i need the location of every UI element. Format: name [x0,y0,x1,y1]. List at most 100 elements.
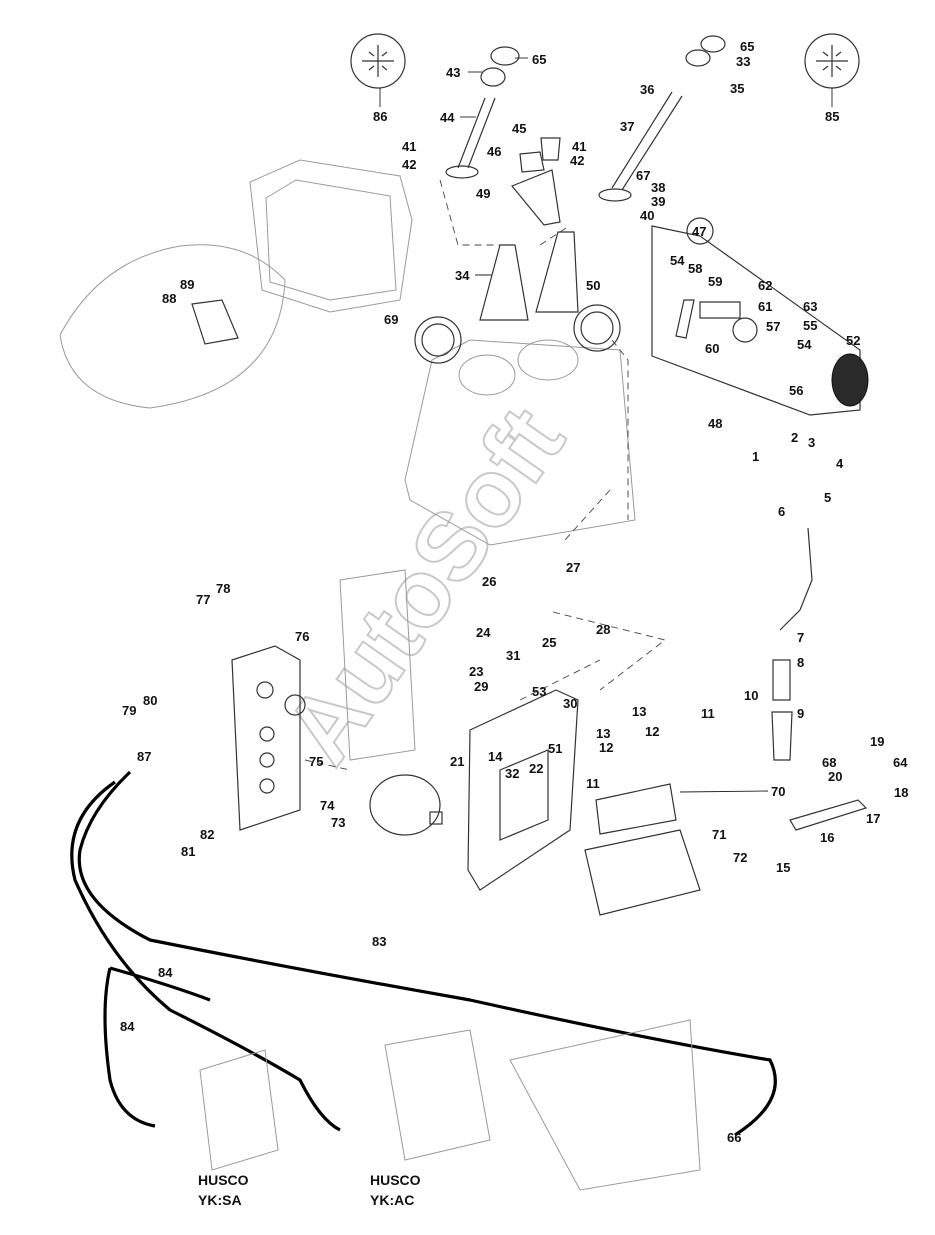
callout: 8 [797,655,804,670]
callout: 80 [143,693,157,708]
callout: 30 [563,696,577,711]
callout: 32 [505,766,519,781]
callout: 67 [636,168,650,183]
callout: 56 [789,383,803,398]
callout: 88 [162,291,176,306]
joystick-pattern-icon-right [804,33,860,89]
callout: 34 [455,268,470,283]
boot-34 [479,244,529,321]
callout: 12 [645,724,659,739]
console-housing [404,339,636,546]
callout: 61 [758,299,772,314]
bracket-45 [540,137,561,161]
callout: 42 [402,157,416,172]
hub-60 [732,317,758,343]
husco-valve-ac [384,1029,491,1161]
callout: 17 [866,811,880,826]
callout: 14 [488,749,503,764]
joystick-pattern-icon-left [350,33,406,89]
boot-34b [535,231,579,313]
callout: 23 [469,664,483,679]
callout: 46 [487,144,501,159]
watermark: AutoSoft [265,389,585,782]
callout: 3 [808,435,815,450]
callout: 51 [548,741,562,756]
callout: 43 [446,65,460,80]
callout: 42 [570,153,584,168]
callout: 81 [181,844,195,859]
hose-83 [77,770,777,1137]
bracket-46 [519,151,545,173]
link-58 [675,299,695,339]
spool-valve [584,829,701,916]
callout: 10 [744,688,758,703]
callout: 57 [766,319,780,334]
callout: 70 [771,784,785,799]
tank [509,1019,701,1191]
callout: 66 [727,1130,741,1145]
callout: 29 [474,679,488,694]
callout: 20 [828,769,842,784]
lever-bank [595,783,677,835]
callout: 68 [822,755,836,770]
callout: 53 [532,684,546,699]
hose-84 [70,780,341,1132]
valve-captions: HUSCO YK:SA HUSCO YK:AC [198,1172,421,1208]
bracket-16 [789,799,868,831]
shaft-59 [699,301,741,319]
right-lever [598,35,726,202]
callout: 39 [651,194,665,209]
callout: 77 [196,592,210,607]
callout: 4 [836,456,844,471]
caption-husco-ac: HUSCO [370,1172,421,1188]
callout: 75 [309,754,323,769]
callout: 11 [586,776,600,791]
callout: 89 [180,277,194,292]
callout: 54 [670,253,685,268]
callout: 72 [733,850,747,865]
callout: 13 [632,704,646,719]
valve-block-76 [231,645,306,831]
bracket-plate [339,569,416,761]
plate-21 [467,689,579,891]
callout: 40 [640,208,654,223]
gasket-69 [414,316,462,364]
callout: 38 [651,180,665,195]
callout: 7 [797,630,804,645]
callout: 52 [846,333,860,348]
callout: 41 [572,139,586,154]
callout: 49 [476,186,490,201]
husco-valve-sa [199,1049,279,1171]
caption-yk-sa: YK:SA [198,1192,242,1208]
callout: 35 [730,81,744,96]
callout: 64 [893,755,908,770]
callout: 36 [640,82,654,97]
callout: 47 [692,224,706,239]
callout: 65 [740,39,754,54]
callouts: 65 43 86 44 41 42 45 46 49 34 65 33 85 3… [120,39,908,1145]
hose-84b [103,966,211,1128]
callout: 74 [320,798,335,813]
callout: 26 [482,574,496,589]
panel-88 [191,299,239,345]
callout: 2 [791,430,798,445]
callout: 33 [736,54,750,69]
callout: 76 [295,629,309,644]
callout: 1 [752,449,759,464]
callout: 69 [384,312,398,327]
gasket-50 [573,304,621,352]
callout: 24 [476,625,491,640]
callout: 82 [200,827,214,842]
line-art [59,33,869,1191]
callout: 19 [870,734,884,749]
wheel-52 [831,353,869,407]
callout: 13 [596,726,610,741]
callout: 12 [599,740,613,755]
callout: 22 [529,761,543,776]
rod [779,527,813,631]
callout: 86 [373,109,387,124]
callout: 84 [120,1019,135,1034]
callout: 78 [216,581,230,596]
callout: 63 [803,299,817,314]
